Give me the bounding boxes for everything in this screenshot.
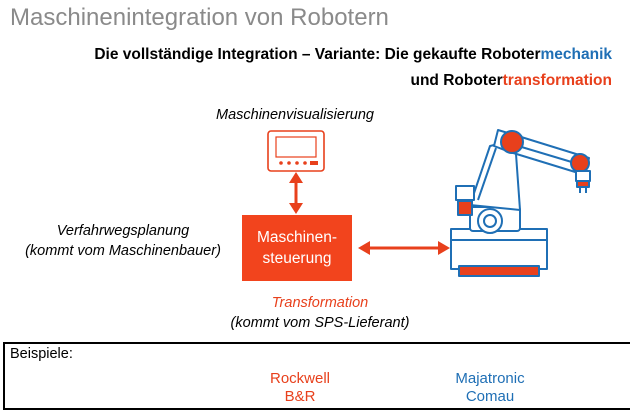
transformation-label: Transformation (kommt vom SPS-Lieferant) bbox=[190, 293, 450, 333]
path-planning-source: (kommt vom Maschinenbauer) bbox=[25, 243, 221, 259]
subtitle-line-1: Die vollständige Integration – Variante:… bbox=[94, 46, 612, 64]
vendor-br: B&R bbox=[284, 388, 316, 405]
subtitle-line-1-text: Die vollständige Integration – Variante:… bbox=[94, 46, 541, 63]
vendor-rockwell: Rockwell bbox=[269, 370, 330, 387]
subtitle-line-2: und Robotertransformation bbox=[411, 72, 613, 90]
path-planning-title: Verfahrwegsplanung bbox=[56, 223, 190, 239]
path-planning-label: Verfahrwegsplanung (kommt vom Maschinenb… bbox=[8, 221, 238, 261]
blue-vendor-list: Majatronic Comau bbox=[430, 370, 550, 406]
subtitle-line-2-text: und Roboter bbox=[410, 72, 503, 89]
controller-label-line-1: Maschinen- bbox=[256, 229, 338, 246]
subtitle-highlight-mechanik: mechanik bbox=[540, 46, 612, 63]
hmi-panel-icon bbox=[267, 130, 325, 172]
controller-label-line-2: steuerung bbox=[262, 250, 332, 267]
vendor-majatronic: Majatronic bbox=[455, 370, 525, 387]
subtitle-highlight-transformation: transformation bbox=[502, 72, 612, 89]
examples-box bbox=[3, 342, 630, 410]
machine-controller-box: Maschinen- steuerung bbox=[242, 215, 352, 281]
hmi-controller-arrow bbox=[289, 172, 303, 214]
page-title: Maschinenintegration von Robotern bbox=[10, 4, 389, 31]
visualization-label: Maschinenvisualisierung bbox=[216, 107, 374, 123]
transformation-title: Transformation bbox=[271, 295, 369, 311]
examples-label: Beispiele: bbox=[10, 346, 73, 362]
red-vendor-list: Rockwell B&R bbox=[240, 370, 360, 406]
controller-robot-arrow bbox=[358, 241, 450, 255]
robot-arm-icon bbox=[450, 129, 591, 277]
transformation-source: (kommt vom SPS-Lieferant) bbox=[230, 315, 410, 331]
vendor-comau: Comau bbox=[465, 388, 515, 405]
